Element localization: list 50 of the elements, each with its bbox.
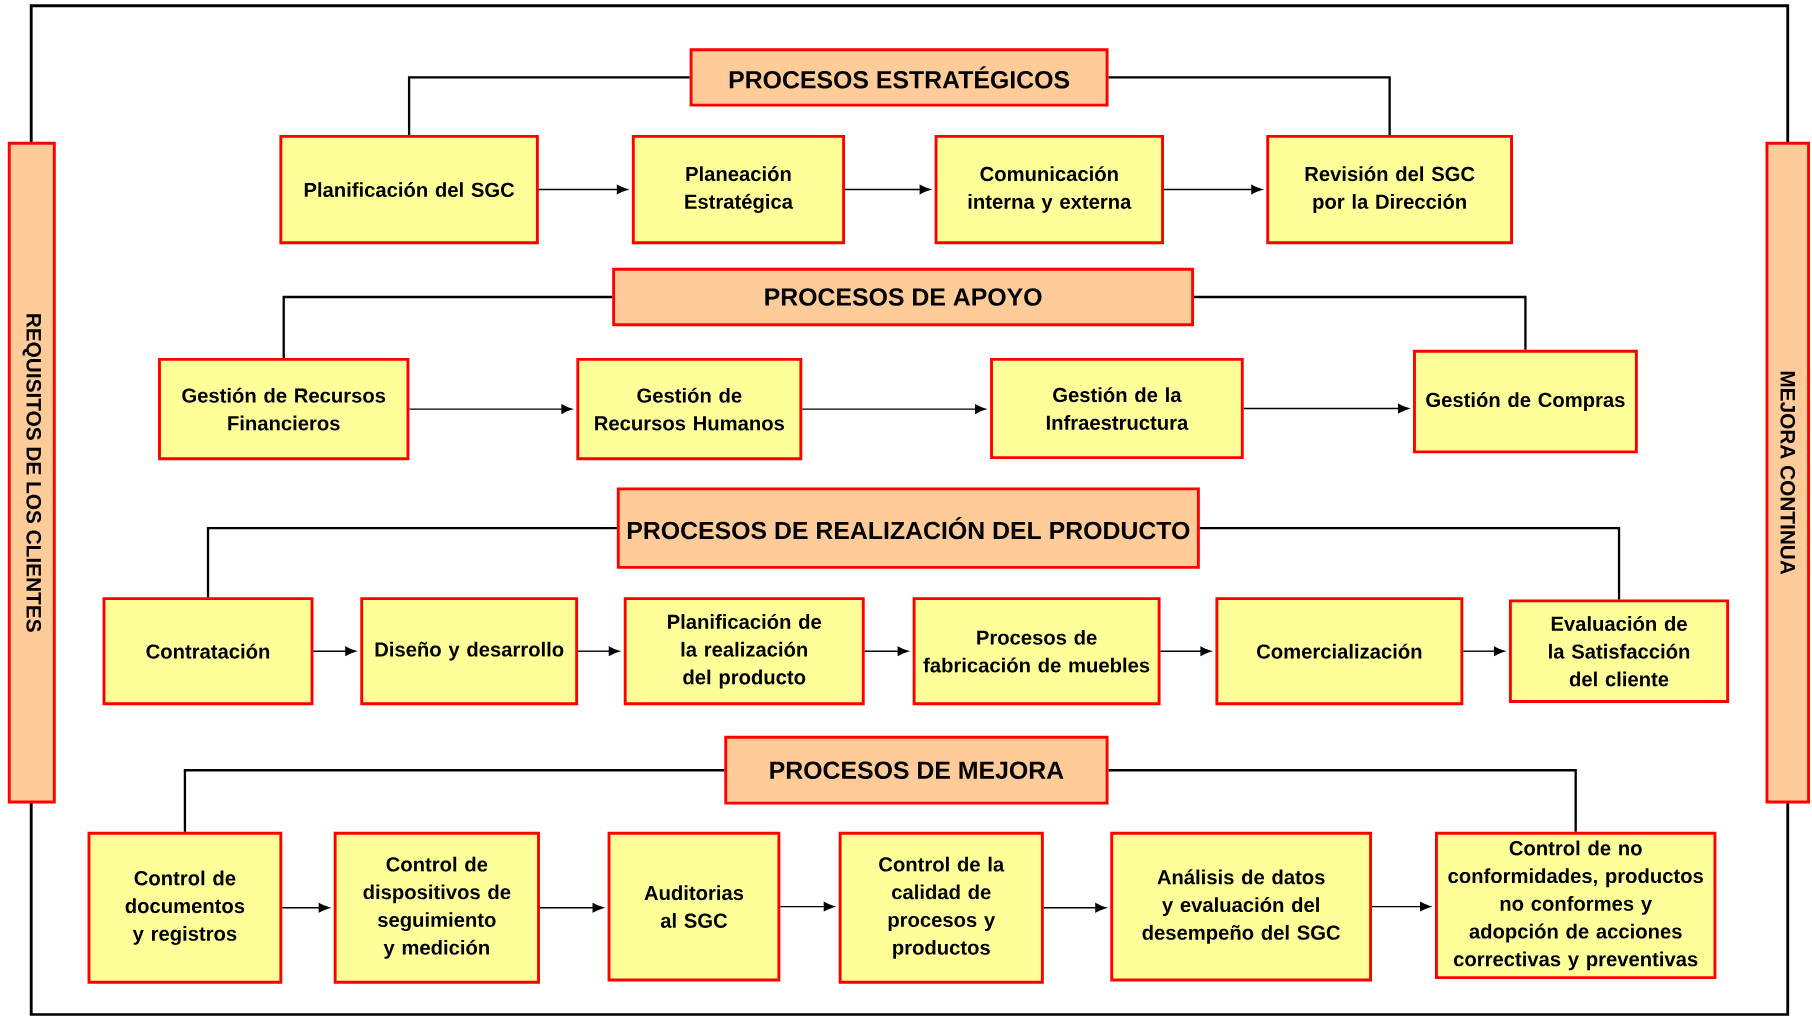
side-bar: MEJORA CONTINUA	[1765, 141, 1810, 804]
arrow	[408, 404, 573, 414]
arrow	[779, 902, 835, 912]
process-box: Control de no conformidades, productos no conformes y adopción de acciones correctivas y preventivas	[1435, 831, 1717, 980]
category-box: PROCESOS DE REALIZACIÓN DEL PRODUCTO	[616, 487, 1200, 569]
connector-line	[1108, 76, 1391, 136]
process-box: Planeación Estratégica	[631, 135, 846, 245]
category-box: PROCESOS ESTRATÉGICOS	[689, 48, 1109, 107]
connector-line	[1194, 295, 1527, 350]
arrow	[1243, 404, 1409, 414]
connector-line	[1199, 527, 1621, 600]
process-box: Gestión de Compras	[1413, 349, 1638, 454]
arrow	[1159, 646, 1212, 656]
process-box: Control de la calidad de procesos y productos	[838, 831, 1044, 984]
connector-line	[282, 295, 613, 359]
process-box: Procesos de fabricación de muebles	[912, 597, 1161, 706]
connector-line	[1108, 769, 1577, 832]
arrow	[1371, 902, 1431, 912]
connector-line	[407, 76, 690, 136]
arrow	[539, 903, 604, 913]
arrow	[281, 903, 330, 913]
process-box: Planificación del SGC	[279, 135, 539, 245]
category-box: PROCESOS DE MEJORA	[724, 735, 1109, 805]
connector-line	[206, 527, 617, 598]
arrow	[844, 185, 931, 195]
arrow	[801, 404, 986, 414]
arrow	[1163, 185, 1263, 195]
process-box: Control de dispositivos de seguimiento y medición	[333, 831, 540, 984]
connector-line	[183, 769, 725, 832]
process-box: Diseño y desarrollo	[360, 597, 579, 706]
arrow	[1462, 646, 1505, 656]
arrow	[312, 646, 356, 656]
process-box: Contratación	[102, 597, 314, 706]
process-box: Gestión de la Infraestructura	[990, 358, 1244, 460]
arrow	[577, 646, 620, 656]
category-box: PROCESOS DE APOYO	[612, 267, 1195, 327]
process-box: Revisión del SGC por la Dirección	[1266, 135, 1513, 245]
process-box: Gestión de Recursos Financieros	[158, 358, 410, 461]
arrow	[538, 185, 628, 195]
process-box: Análisis de datos y evaluación del desempeño del SGC	[1110, 831, 1372, 982]
process-box: Planificación de la realización del producto	[623, 597, 865, 706]
arrow	[864, 646, 909, 656]
process-box: Gestión de Recursos Humanos	[576, 358, 803, 461]
process-box: Auditorias al SGC	[607, 831, 781, 982]
process-box: Comunicación interna y externa	[934, 135, 1164, 245]
process-box: Comercialización	[1215, 597, 1464, 706]
arrow	[1043, 903, 1106, 913]
process-box: Control de documentos y registros	[87, 831, 283, 984]
process-box: Evaluación de la Satisfacción del cliente	[1508, 599, 1730, 703]
side-bar: REQUISITOS DE LOS CLIENTES	[7, 141, 56, 804]
